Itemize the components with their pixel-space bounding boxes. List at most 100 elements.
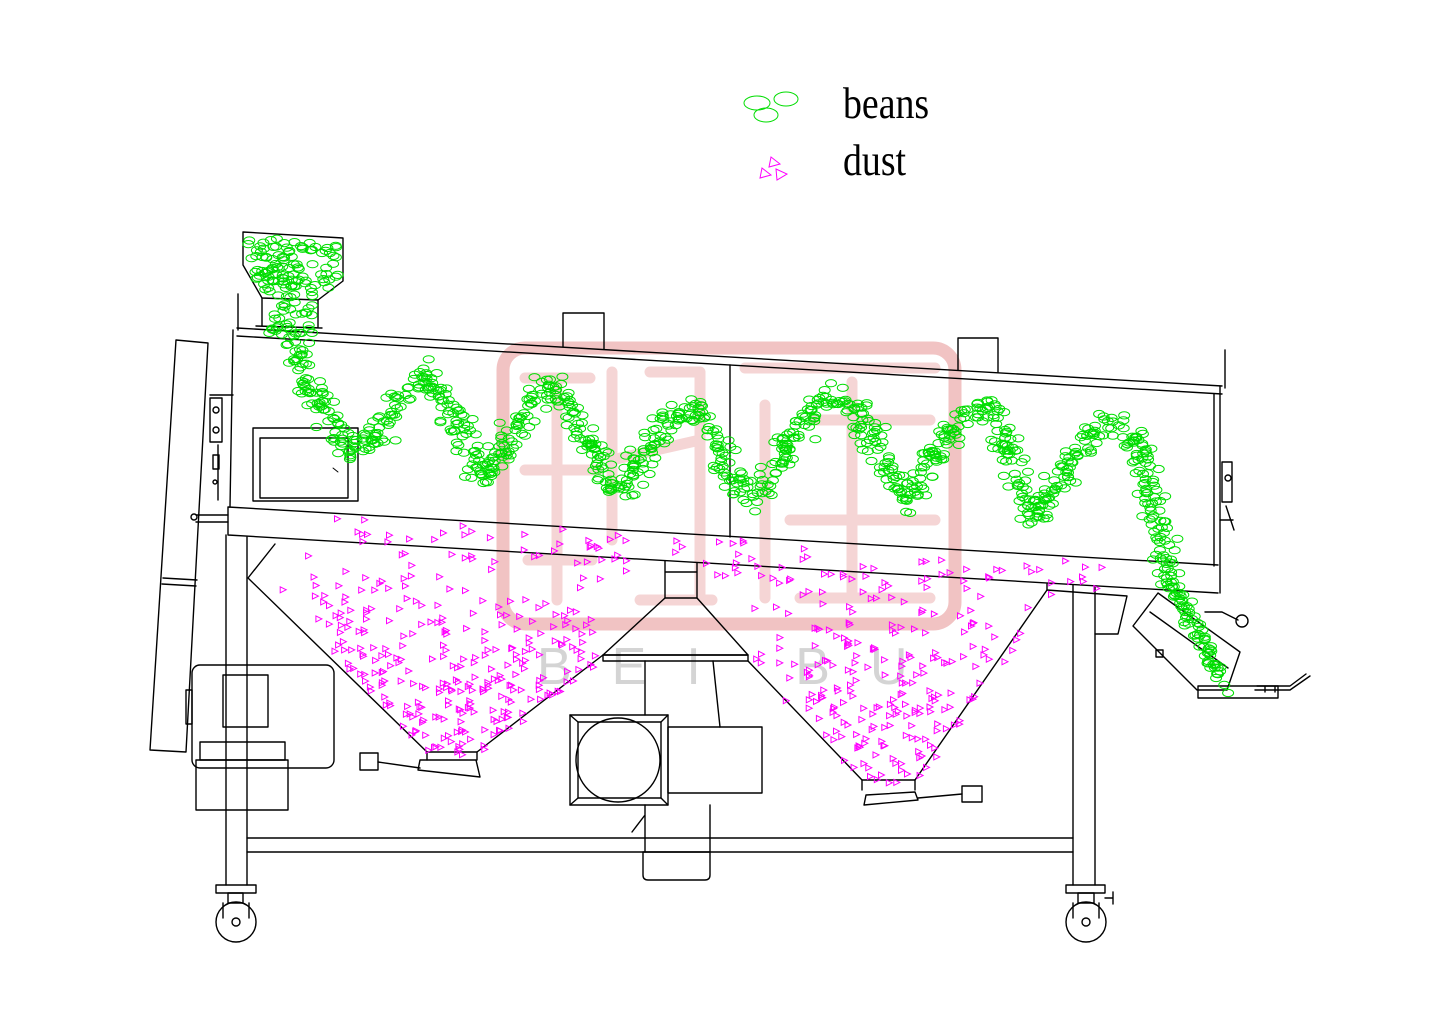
- dust-particle: [806, 671, 814, 680]
- bean-particle: [362, 443, 375, 452]
- dust-particle: [833, 711, 842, 720]
- bean-particle: [1176, 596, 1189, 606]
- suction-hood: [602, 560, 749, 728]
- dust-particle: [814, 624, 823, 633]
- dust-particle: [491, 557, 500, 566]
- dust-particle: [455, 742, 464, 751]
- bean-particle: [710, 425, 723, 434]
- dust-particle: [363, 615, 371, 623]
- bean-particle: [549, 395, 562, 404]
- inlet-hopper: [237, 231, 344, 331]
- dust-particle: [1036, 565, 1044, 574]
- bean-particle: [519, 431, 531, 440]
- dust-particle: [830, 735, 839, 744]
- dust-particle: [498, 692, 506, 701]
- dust-particle: [871, 643, 879, 652]
- dust-particle: [732, 559, 741, 567]
- bean-particle: [882, 458, 895, 467]
- dust-particle: [577, 583, 585, 592]
- dust-particle: [378, 651, 387, 660]
- bean-particle: [484, 469, 497, 479]
- dust-particle: [395, 658, 404, 667]
- dust-particle: [517, 686, 526, 694]
- dust-particle: [849, 667, 858, 676]
- dust-particle: [507, 698, 516, 706]
- dust-particle: [814, 660, 823, 669]
- bean-particle: [809, 435, 822, 444]
- bean-particle: [269, 259, 282, 269]
- bean-particle: [270, 323, 283, 332]
- bean-particle: [1160, 554, 1172, 563]
- dust-particle: [731, 563, 740, 572]
- dust-particle: [505, 724, 514, 733]
- bean-particle: [329, 428, 342, 437]
- dust-particle: [916, 771, 925, 780]
- dust-particle: [578, 648, 586, 656]
- bean-particle: [327, 251, 340, 260]
- dust-particle: [827, 570, 836, 579]
- bean-particle: [1179, 607, 1192, 617]
- bean-particle: [1087, 430, 1100, 439]
- dust-particle: [748, 554, 757, 563]
- dust-particle: [326, 601, 334, 610]
- dust-particle: [399, 641, 407, 650]
- dust-particle: [881, 655, 889, 664]
- bean-particle: [1194, 620, 1207, 629]
- dust-particle: [859, 562, 868, 571]
- dust-particle: [336, 628, 345, 637]
- bean-particle: [1161, 580, 1174, 590]
- dust-particle: [398, 550, 407, 559]
- bean-particle: [712, 448, 725, 457]
- bean-particle: [576, 411, 589, 420]
- bean-particle: [613, 484, 626, 493]
- dust-particle: [854, 744, 863, 752]
- dust-particle: [481, 745, 489, 754]
- dust-particle: [495, 603, 504, 611]
- dust-particle: [889, 626, 897, 635]
- bean-particle: [643, 469, 656, 479]
- bean-particle: [303, 338, 316, 347]
- bean-particle: [277, 274, 290, 283]
- dust-particle: [985, 572, 993, 581]
- bean-particle: [321, 391, 334, 400]
- dust-particle: [880, 741, 889, 750]
- dust-particle: [840, 698, 848, 707]
- access-door: [252, 427, 359, 502]
- bean-particle: [541, 395, 554, 404]
- bean-particle: [851, 399, 864, 408]
- dust-particle: [467, 735, 475, 744]
- suction-fan-housing: [569, 714, 763, 881]
- bean-particle: [1069, 478, 1082, 487]
- dust-particle: [878, 585, 887, 594]
- bean-particle: [1038, 471, 1051, 481]
- dust-particle: [556, 540, 565, 548]
- dust-particle: [852, 676, 861, 685]
- bean-particle: [320, 263, 333, 272]
- dust-particle: [778, 563, 787, 572]
- bean-particle: [841, 406, 854, 415]
- bean-particle: [283, 333, 296, 342]
- dust-particle: [838, 732, 846, 741]
- bean-particle: [1173, 569, 1186, 578]
- bean-particle: [998, 408, 1011, 417]
- bean-particle: [350, 435, 363, 445]
- bean-particle: [500, 426, 513, 435]
- bean-particle: [322, 407, 335, 416]
- dust-collection-box: [642, 851, 711, 881]
- bean-particle: [1117, 424, 1130, 433]
- dust-particle: [751, 604, 760, 613]
- dust-particle: [1023, 562, 1032, 570]
- bean-particle: [335, 420, 348, 429]
- bean-particle: [778, 449, 791, 458]
- bean-particle: [1002, 482, 1015, 491]
- bean-particle: [291, 263, 304, 272]
- dust-particle: [998, 566, 1007, 575]
- bean-particle: [292, 264, 305, 274]
- dust-particle: [623, 567, 631, 575]
- dust-particle: [776, 579, 784, 587]
- dust-particle: [440, 734, 449, 743]
- dust-particle: [735, 550, 743, 559]
- bean-particle: [430, 369, 443, 378]
- dust-particle: [847, 681, 855, 689]
- dust-particle: [350, 664, 358, 673]
